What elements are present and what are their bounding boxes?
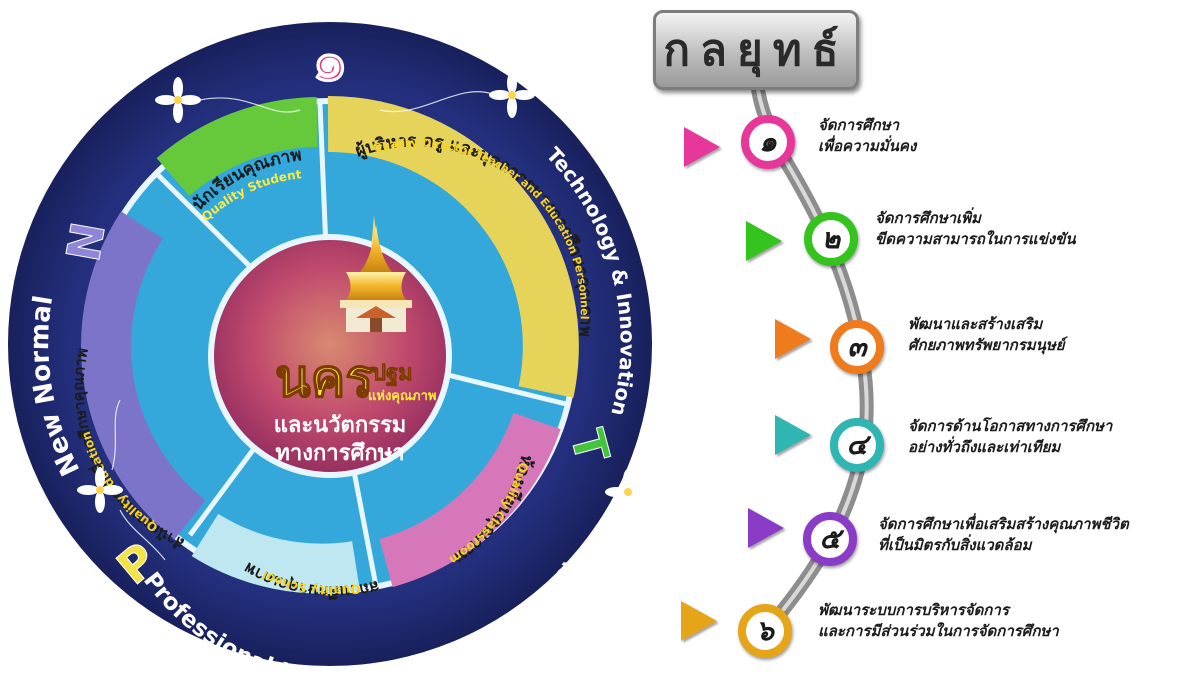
letter-n-highlight: N [56, 218, 116, 265]
step-number: ๓ [830, 320, 884, 374]
flower-icon [77, 72, 651, 515]
strategy-wheel: นคร ปฐม แห่งคุณภาพ และนวัตกรรม ทางการศึก… [8, 22, 652, 666]
center-subtitle-small: แห่งคุณภาพ [368, 389, 437, 404]
step-label: พัฒนาระบบการบริหารจัดการและการมีส่วนร่วม… [818, 600, 1059, 642]
step-number: ๖ [738, 604, 792, 658]
step-label-line2: และการมีส่วนร่วมในการจัดการศึกษา [818, 622, 1059, 640]
step-label-line1: จัดการศึกษาเพิ่ม [875, 209, 981, 227]
center-line2: ทางการศึกษา [275, 441, 404, 466]
segment-band-student [156, 97, 318, 197]
step-arrow-icon [681, 601, 717, 641]
step-label-line2: ขีดความสามารถในการแข่งขัน [875, 230, 1076, 248]
step-label-line1: พัฒนาและสร้างเสริม [908, 315, 1043, 333]
decorative-swirls [111, 90, 496, 561]
step-label-line2: ศักยภาพทรัพยากรมนุษย์ [908, 336, 1065, 354]
step-label-line2: ที่เป็นมิตรกับสิ่งแวดล้อม [878, 536, 1032, 554]
step-label-line2: อย่างทั่วถึงและเท่าเทียม [908, 438, 1061, 456]
pagoda-icon [340, 215, 412, 332]
step-arrow-icon [748, 508, 784, 548]
center-title-small: ปฐม [372, 361, 413, 387]
center-title-big: นคร [275, 349, 373, 409]
strategy-title-box: กลยุทธ์ [653, 10, 859, 90]
step-arrow-icon [684, 127, 720, 167]
outer-top-numeral: ๑ [312, 28, 348, 94]
step-label: พัฒนาและสร้างเสริมศักยภาพทรัพยากรมนุษย์ [908, 314, 1065, 356]
step-arrow-icon [775, 415, 811, 455]
step-label-line1: พัฒนาระบบการบริหารจัดการ [818, 601, 1009, 619]
step-number: ๔ [830, 418, 884, 472]
segment-band-school [191, 513, 360, 594]
step-label-line2: เพื่อความมั่นคง [818, 137, 917, 155]
step-label-line1: จัดการศึกษา [818, 116, 900, 134]
strategy-title: กลยุทธ์ [663, 25, 849, 76]
center-line1: และนวัตกรรม [274, 413, 407, 438]
step-number: ๕ [803, 512, 857, 566]
step-arrow-icon [775, 319, 811, 359]
step-number: ๑ [741, 115, 795, 169]
step-label: จัดการศึกษาเพื่อเสริมสร้างคุณภาพชีวิตที่… [878, 514, 1129, 556]
step-label: จัดการศึกษาเพิ่มขีดความสามารถในการแข่งขั… [875, 208, 1076, 250]
step-label: จัดการด้านโอกาสทางการศึกษาอย่างทั่วถึงแล… [908, 416, 1112, 458]
step-arrow-icon [746, 221, 782, 261]
segment-band-classroom [378, 412, 561, 588]
segment-band-education [81, 211, 206, 540]
segment-band-director [327, 95, 579, 398]
step-number: ๒ [804, 212, 858, 266]
step-label: จัดการศึกษาเพื่อความมั่นคง [818, 115, 916, 157]
step-label-line1: จัดการด้านโอกาสทางการศึกษา [908, 417, 1113, 435]
step-label-line1: จัดการศึกษาเพื่อเสริมสร้างคุณภาพชีวิต [878, 515, 1129, 533]
